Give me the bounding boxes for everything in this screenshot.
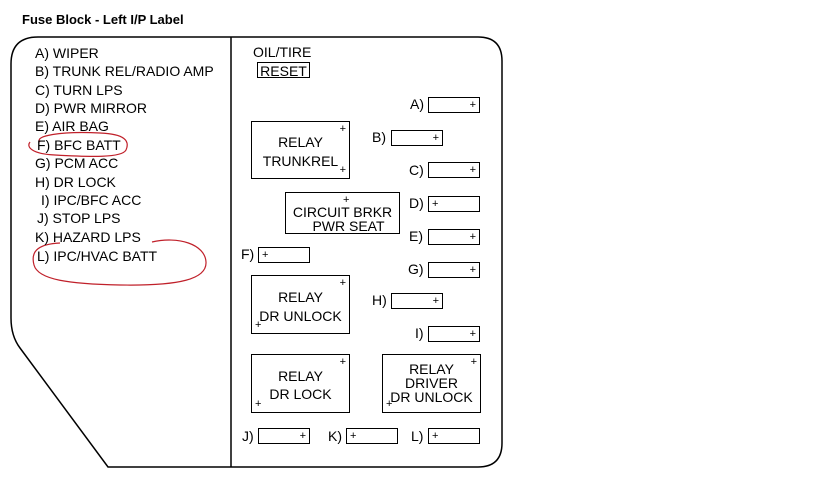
legend-item-k: K) HAZARD LPS bbox=[35, 229, 141, 245]
fuse-label-k: K) bbox=[328, 428, 342, 444]
plus-terminal: + bbox=[469, 231, 476, 243]
fuse-slot-c: + bbox=[428, 162, 480, 178]
plus-terminal: + bbox=[255, 398, 262, 410]
legend-item-i: I) IPC/BFC ACC bbox=[41, 192, 142, 208]
plus-terminal: + bbox=[343, 194, 350, 206]
fuse-slot-e: + bbox=[428, 229, 480, 245]
plus-terminal: + bbox=[432, 132, 439, 144]
oil-tire-reset-button[interactable]: RESET bbox=[257, 62, 310, 79]
fuse-label-e: E) bbox=[409, 228, 423, 244]
legend-item-a: A) WIPER bbox=[35, 45, 99, 61]
plus-terminal: + bbox=[255, 319, 262, 331]
circuit-breaker-line1: CIRCUIT BRKR bbox=[292, 204, 393, 220]
fuse-slot-d: + bbox=[428, 196, 480, 212]
relay-driver-line2: DRIVER bbox=[405, 375, 458, 391]
fuse-label-g: G) bbox=[408, 261, 424, 277]
relay-dr-lock: + RELAY DR LOCK + bbox=[251, 354, 350, 413]
legend-item-c: C) TURN LPS bbox=[35, 82, 123, 98]
plus-terminal: + bbox=[470, 356, 477, 368]
fuse-slot-l: + bbox=[428, 428, 480, 444]
legend-item-g: G) PCM ACC bbox=[35, 155, 119, 171]
fuse-label-j: J) bbox=[242, 428, 254, 444]
fuse-label-a: A) bbox=[410, 96, 424, 112]
relay-dr-unlock-line1: RELAY bbox=[278, 289, 323, 305]
plus-terminal: + bbox=[339, 123, 346, 135]
fuse-slot-a: + bbox=[428, 97, 480, 113]
diagram-title: Fuse Block - Left I/P Label bbox=[22, 12, 184, 27]
fuse-slot-j: + bbox=[258, 428, 310, 444]
fuse-slot-h: + bbox=[391, 293, 443, 309]
fuse-label-i: I) bbox=[415, 325, 424, 341]
fuse-slot-b: + bbox=[391, 130, 443, 146]
relay-trunkrel-line1: RELAY bbox=[278, 134, 323, 150]
plus-terminal: + bbox=[469, 328, 476, 340]
relay-dr-unlock: + RELAY DR UNLOCK + bbox=[251, 275, 350, 334]
circuit-breaker-line2: PWR SEAT bbox=[312, 218, 385, 234]
fuse-label-c: C) bbox=[409, 162, 424, 178]
fuse-slot-f: + bbox=[258, 247, 310, 263]
legend-item-f: F) BFC BATT bbox=[37, 137, 121, 153]
plus-terminal: + bbox=[262, 249, 269, 261]
relay-trunkrel-line2: TRUNKREL bbox=[262, 153, 339, 169]
plus-terminal: + bbox=[432, 295, 439, 307]
relay-dr-lock-line1: RELAY bbox=[278, 368, 323, 384]
legend-item-j: J) STOP LPS bbox=[37, 210, 121, 226]
legend-item-e: E) AIR BAG bbox=[35, 118, 109, 134]
legend-item-l: L) IPC/HVAC BATT bbox=[37, 248, 158, 264]
fuse-label-l: L) bbox=[411, 428, 424, 444]
plus-terminal: + bbox=[469, 99, 476, 111]
legend-item-d: D) PWR MIRROR bbox=[35, 100, 147, 116]
legend-item-h: H) DR LOCK bbox=[35, 174, 116, 190]
plus-terminal: + bbox=[386, 398, 393, 410]
relay-driver-line1: RELAY bbox=[409, 361, 454, 377]
plus-terminal: + bbox=[432, 198, 439, 210]
plus-terminal: + bbox=[339, 164, 346, 176]
fuse-slot-i: + bbox=[428, 326, 480, 342]
relay-dr-lock-line2: DR LOCK bbox=[269, 386, 332, 402]
fuse-slot-k: + bbox=[346, 428, 398, 444]
fuse-slot-g: + bbox=[428, 262, 480, 278]
plus-terminal: + bbox=[469, 264, 476, 276]
fuse-label-d: D) bbox=[409, 195, 424, 211]
plus-terminal: + bbox=[339, 356, 346, 368]
plus-terminal: + bbox=[350, 430, 357, 442]
relay-driver-dr-unlock: + RELAY DRIVER DR UNLOCK + bbox=[382, 354, 481, 413]
legend-item-b: B) TRUNK REL/RADIO AMP bbox=[35, 63, 214, 79]
plus-terminal: + bbox=[432, 430, 439, 442]
plus-terminal: + bbox=[339, 277, 346, 289]
plus-terminal: + bbox=[299, 430, 306, 442]
relay-driver-line3: DR UNLOCK bbox=[390, 389, 473, 405]
plus-terminal: + bbox=[469, 164, 476, 176]
fuse-label-b: B) bbox=[372, 129, 386, 145]
oil-tire-label: OIL/TIRE bbox=[253, 44, 312, 60]
circuit-breaker-pwr-seat: + CIRCUIT BRKR PWR SEAT bbox=[285, 192, 400, 234]
fuse-label-h: H) bbox=[372, 292, 387, 308]
relay-trunkrel: + RELAY TRUNKREL + bbox=[251, 121, 350, 179]
relay-dr-unlock-line2: DR UNLOCK bbox=[259, 308, 342, 324]
fuse-label-f: F) bbox=[241, 246, 255, 262]
